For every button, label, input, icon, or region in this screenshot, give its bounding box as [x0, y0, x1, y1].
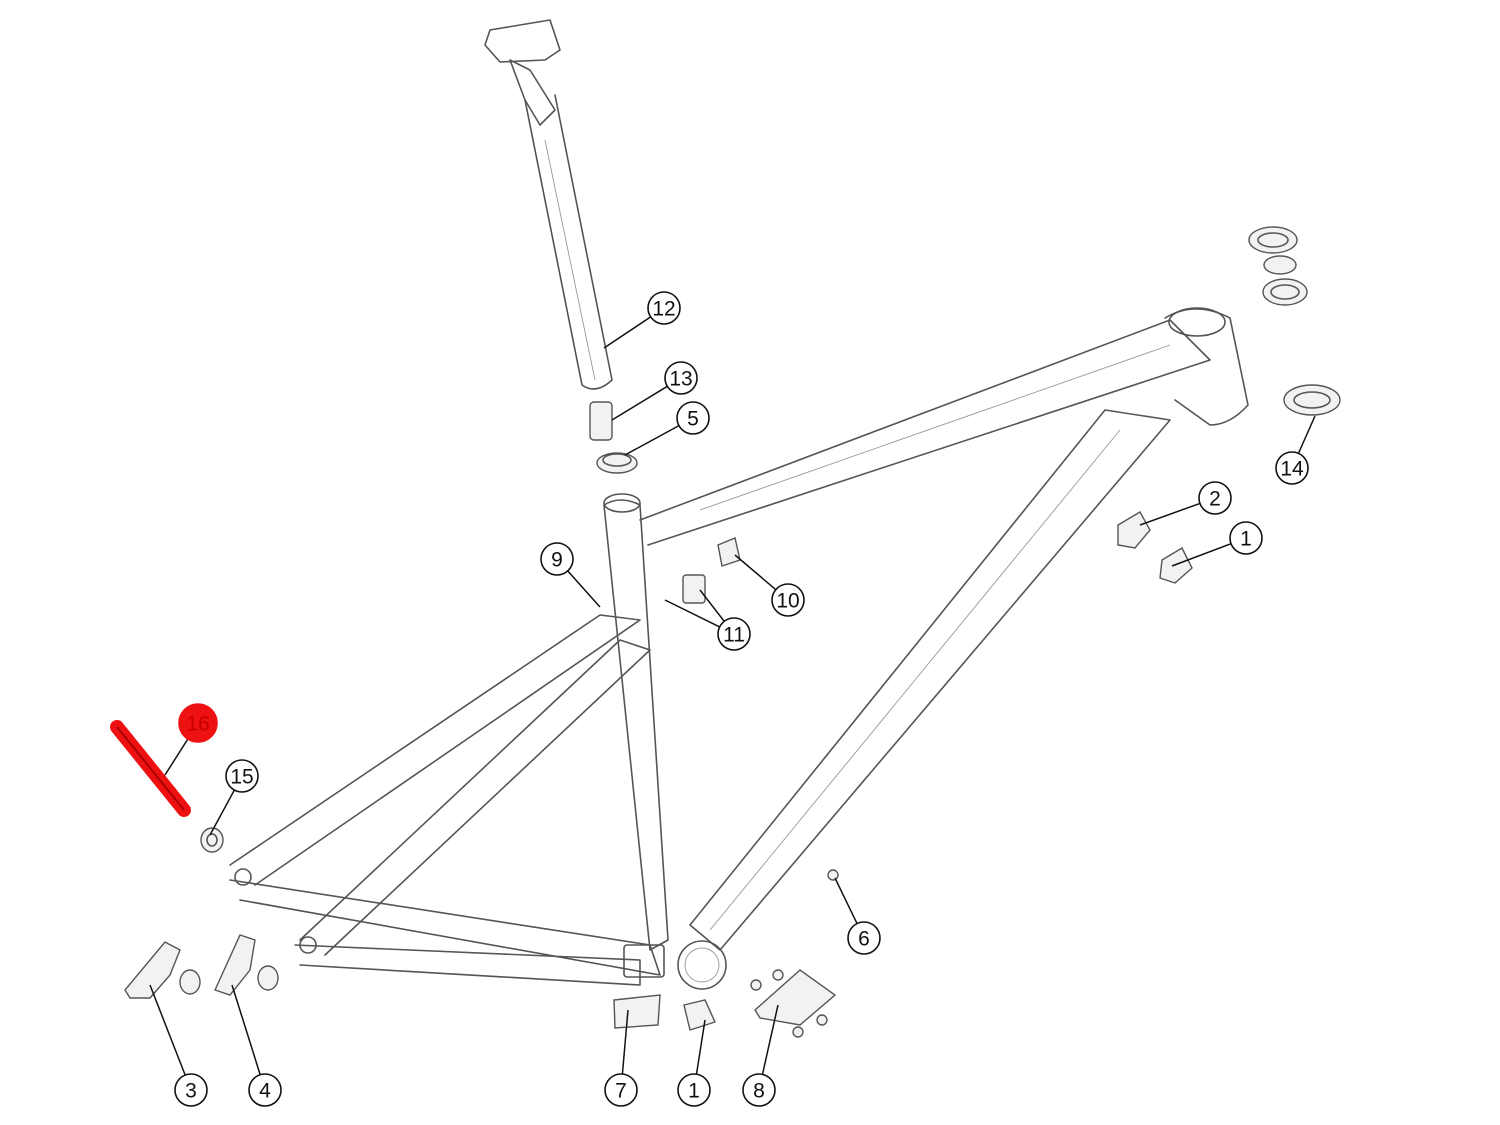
callout-label: 1: [1240, 528, 1252, 551]
callout-leader-line: [621, 1009, 629, 1075]
callout-label: 8: [753, 1080, 765, 1103]
callout-8[interactable]: 8: [742, 1073, 776, 1107]
callout-circle: [677, 1073, 711, 1107]
callout-circle: [225, 759, 259, 793]
callout-circle: [1198, 481, 1232, 515]
seat-clamp: [596, 452, 638, 474]
callout-circle: [664, 361, 698, 395]
callout-leader-line: [734, 554, 777, 591]
callout-circle: [676, 401, 710, 435]
callout-leader-line: [695, 1019, 706, 1075]
seatpost: [484, 19, 613, 390]
callout-5[interactable]: 5: [676, 401, 710, 435]
rear-axle-highlighted: [110, 720, 191, 817]
callout-3[interactable]: 3: [174, 1073, 208, 1107]
callout-label: 2: [1209, 488, 1221, 511]
callout-leader-line: [699, 589, 725, 622]
callout-circle: [742, 1073, 776, 1107]
callout-leader-line: [624, 424, 680, 456]
callout-circle: [647, 291, 681, 325]
bb-cover-and-guide: [613, 869, 839, 1038]
callout-2[interactable]: 2: [1198, 481, 1232, 515]
callout-leader-line: [603, 316, 652, 349]
callout-label: 12: [652, 298, 675, 321]
callout-9[interactable]: 9: [540, 542, 574, 576]
callout-circle: [178, 703, 218, 743]
callout-circle: [248, 1073, 282, 1107]
callout-7[interactable]: 7: [604, 1073, 638, 1107]
callout-label: 16: [186, 713, 209, 736]
callout-leader-line: [209, 789, 236, 836]
callout-4[interactable]: 4: [248, 1073, 282, 1107]
callout-circle: [847, 921, 881, 955]
callout-label: 10: [776, 590, 799, 613]
cable-guides: [682, 511, 1193, 1031]
callout-label: 3: [185, 1080, 197, 1103]
callout-leader-line: [1297, 415, 1316, 454]
callout-leader-line: [611, 385, 668, 421]
callout-leader-line: [164, 736, 191, 776]
callout-1[interactable]: 1: [677, 1073, 711, 1107]
callout-leader-line: [664, 599, 720, 628]
axle-nut: [200, 827, 224, 853]
seatpost-wedge: [589, 401, 613, 441]
callout-leader-line: [761, 1004, 779, 1075]
callout-leader-line: [1139, 502, 1201, 526]
callout-leader-line: [834, 877, 858, 924]
callout-label: 13: [669, 368, 692, 391]
callout-circle: [1229, 521, 1263, 555]
callout-label: 15: [230, 766, 253, 789]
callout-11[interactable]: 11: [717, 617, 751, 651]
callout-12[interactable]: 12: [647, 291, 681, 325]
callout-1[interactable]: 1: [1229, 521, 1263, 555]
frame: [229, 307, 1249, 990]
callout-label: 11: [723, 624, 745, 647]
callout-circle: [717, 617, 751, 651]
derailleur-hangers: [124, 934, 279, 999]
callout-10[interactable]: 10: [771, 583, 805, 617]
callout-circle: [174, 1073, 208, 1107]
callout-label: 1: [688, 1080, 700, 1103]
callout-label: 4: [259, 1080, 271, 1103]
callout-leader-line: [231, 984, 261, 1075]
callout-15[interactable]: 15: [225, 759, 259, 793]
callout-6[interactable]: 6: [847, 921, 881, 955]
callout-circle: [604, 1073, 638, 1107]
callout-16[interactable]: 16: [178, 703, 218, 743]
callout-circle: [540, 542, 574, 576]
callout-label: 9: [551, 549, 563, 572]
callout-13[interactable]: 13: [664, 361, 698, 395]
callout-label: 6: [858, 928, 870, 951]
callout-label: 5: [687, 408, 699, 431]
headset-parts: [1248, 226, 1341, 416]
callout-circle: [1275, 451, 1309, 485]
callout-label: 14: [1280, 458, 1304, 481]
callout-label: 7: [615, 1080, 627, 1103]
callout-leader-line: [1171, 542, 1232, 567]
callout-circle: [771, 583, 805, 617]
callout-leader-line: [567, 570, 601, 608]
callout-leader-line: [149, 984, 186, 1076]
callout-14[interactable]: 14: [1275, 451, 1309, 485]
